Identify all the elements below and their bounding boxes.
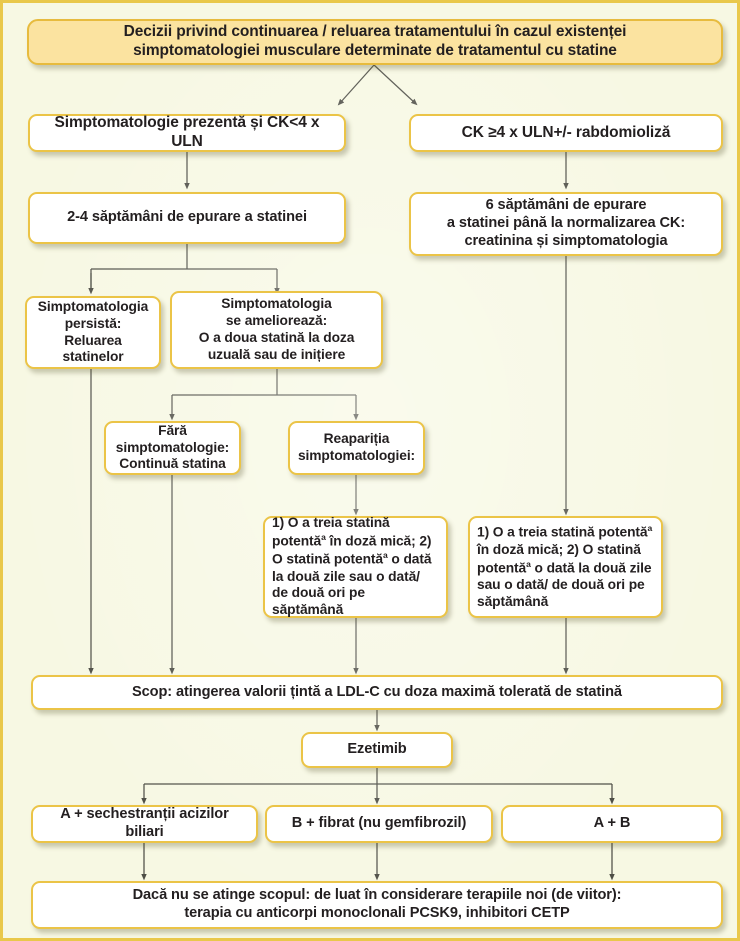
option-b-item-1-post: în doză mică;	[477, 541, 564, 557]
footnote-marker-b1: a	[647, 523, 653, 534]
node-ezetimib: Ezetimib	[301, 732, 453, 768]
wire-title-to-left	[337, 64, 375, 106]
option-b-item-2-post: o dată la două zile sau o dată/ de două …	[477, 560, 652, 609]
node-third-statin-options-b: 1) O a treia statină potentăa în doză mi…	[468, 516, 663, 618]
node-future-therapies-line-2: terapia cu anticorpi monoclonali PCSK9, …	[184, 905, 570, 921]
node-future-therapies: Dacă nu se atinge scopul: de luat în con…	[31, 881, 723, 929]
diagram-title: Decizii privind continuarea / reluarea t…	[27, 19, 723, 65]
node-washout-right: 6 săptămâni de epurare a statinei până l…	[409, 192, 723, 256]
wire-ezetimib-split	[144, 768, 612, 785]
option-a-item-1-pre: 1) O a treia statină	[272, 514, 390, 530]
option-b-item-2-potent: potentă	[477, 560, 527, 576]
option-a-item-2-potent: potentă	[333, 551, 383, 567]
node-combo-b: B + fibrat (nu gemfibrozil)	[265, 805, 493, 843]
node-combo-a-label: A + sechestranții acizilor biliari	[60, 806, 229, 840]
node-washout-right-line-3: creatinina și simptomatologia	[464, 232, 668, 249]
option-b-item-1-pre: 1) O a treia statină	[477, 524, 599, 540]
node-ezetimib-label: Ezetimib	[347, 741, 407, 758]
node-washout-right-line-1: 6 săptămâni de epurare	[485, 197, 647, 214]
footnote-marker-a2: a	[383, 550, 388, 561]
option-a-item-1-potent: potentă	[272, 533, 322, 549]
node-goal-label: Scop: atingerea valorii țintă a LDL-C cu…	[132, 683, 622, 700]
node-goal: Scop: atingerea valorii țintă a LDL-C cu…	[31, 675, 723, 710]
node-combo-b-label: B + fibrat (nu gemfibrozil)	[291, 815, 467, 832]
option-a-item-1-post: în doză mică;	[325, 533, 416, 549]
node-branch-left: Simptomatologie prezentă și CK<4 x ULN	[28, 114, 346, 152]
node-washout-right-line-2: a statinei până la normalizarea CK:	[446, 215, 686, 232]
node-no-symptoms-line-1: Fără	[158, 422, 187, 438]
footnote-marker-b2: a	[526, 558, 531, 569]
wire-title-to-right	[373, 64, 418, 106]
node-future-therapies-line-1: Dacă nu se atinge scopul: de luat în con…	[132, 887, 622, 904]
node-symptoms-persist-line-1: Simptomatologia	[37, 298, 149, 314]
wire-washout-split	[90, 244, 277, 290]
node-symptoms-persist-line-3: Reluarea statinelor	[62, 332, 124, 365]
node-symptoms-persist-line-2: persistă:	[64, 315, 122, 331]
node-symptom-recurrence-line-1: Reapariția	[323, 431, 390, 447]
option-b-item-2-pre: 2) O statină	[566, 541, 641, 557]
node-symptoms-persist: Simptomatologia persistă: Reluarea stati…	[25, 296, 161, 369]
node-combo-a: A + sechestranții acizilor biliari	[31, 805, 258, 843]
node-branch-right-label: CK ≥4 x ULN+/- rabdomioliză	[461, 123, 671, 141]
node-washout-left: 2-4 săptămâni de epurare a statinei	[28, 192, 346, 244]
connector-layer	[88, 64, 615, 881]
option-b-item-1-potent: potentă	[598, 524, 648, 540]
node-symptoms-improve: Simptomatologia se ameliorează: O a doua…	[170, 291, 383, 369]
node-no-symptoms: Fără simptomatologie: Continuă statina	[104, 421, 241, 475]
node-third-statin-options-a: 1) O a treia statină potentăa în doză mi…	[263, 514, 448, 618]
node-symptoms-improve-line-2: se ameliorează:	[225, 313, 328, 329]
wire-improves-split	[172, 369, 356, 396]
diagram-title-line-2: simptomatologiei musculare determinate d…	[133, 42, 617, 59]
node-symptom-recurrence-line-2: simptomatologiei:	[297, 448, 416, 463]
node-no-symptoms-line-2: simptomatologie:	[115, 439, 230, 455]
node-washout-left-label: 2-4 săptămâni de epurare a statinei	[67, 209, 307, 226]
node-branch-left-label: Simptomatologie prezentă și CK<4 x ULN	[54, 114, 320, 150]
node-symptoms-improve-line-4: uzuală sau de inițiere	[207, 346, 346, 362]
node-symptoms-improve-line-1: Simptomatologia	[221, 296, 332, 312]
option-a-item-2-pre: 2) O statină	[272, 533, 432, 567]
node-symptoms-improve-line-3: O a doua statină la doza	[198, 330, 355, 345]
footnote-marker-a1: a	[321, 531, 326, 542]
diagram-title-line-1: Decizii privind continuarea / reluarea t…	[123, 23, 627, 41]
node-branch-right: CK ≥4 x ULN+/- rabdomioliză	[409, 114, 723, 152]
node-symptom-recurrence: Reapariția simptomatologiei:	[288, 421, 425, 475]
node-no-symptoms-line-3: Continuă statina	[119, 456, 226, 472]
option-a-item-2-post: o dată la două zile sau o dată/ de două …	[272, 551, 432, 618]
node-combo-ab-label: A + B	[593, 815, 631, 832]
node-combo-ab: A + B	[501, 805, 723, 843]
